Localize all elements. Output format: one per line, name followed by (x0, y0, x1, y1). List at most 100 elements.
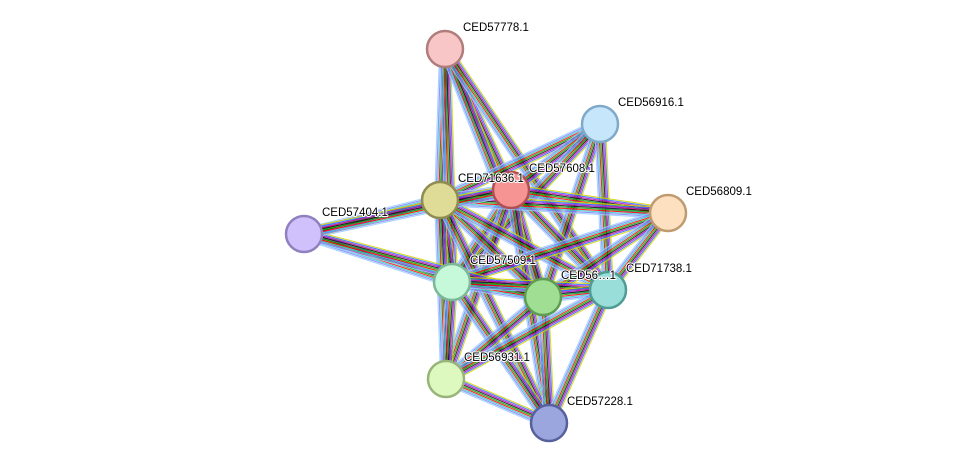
edge-strand (452, 215, 669, 286)
edge-strand (543, 287, 604, 422)
edge-strand (437, 118, 598, 196)
edge-strand (305, 194, 513, 240)
edge-strand (303, 185, 511, 231)
edge-strand (447, 48, 456, 282)
edge-strand (539, 297, 547, 424)
node-CED56xxx.1[interactable] (523, 277, 563, 317)
edge-strand (443, 383, 548, 429)
edge-strand (448, 283, 547, 426)
edge-strand (549, 290, 610, 424)
node-label-CED56931.1: CED56931.1 (464, 352, 530, 364)
edge-strand (544, 288, 605, 422)
edge-strand (303, 186, 511, 232)
edge-strand (439, 199, 550, 424)
edge-strand (540, 209, 667, 295)
labels: CED57778.1CED56916.1CED57608.1CED71636.1… (321, 21, 753, 409)
edge-strand (443, 197, 554, 422)
edge-strand (542, 212, 669, 298)
node-label-CED71738.1: CED71738.1 (626, 263, 692, 275)
edge-strand (538, 297, 546, 424)
node-label-CED57608.1: CED57608.1 (529, 163, 595, 175)
edge-strand (444, 287, 607, 378)
edge-strand (537, 297, 545, 424)
edge-strand (553, 291, 614, 426)
edge-strand (450, 207, 667, 278)
node-CED57608.1[interactable] (491, 170, 531, 210)
edge-strand (543, 124, 602, 298)
edge-strand (511, 188, 610, 290)
edge-strand (302, 184, 510, 230)
node-CED57509.1[interactable] (432, 262, 472, 302)
node-label-CED57778.1: CED57778.1 (463, 22, 529, 34)
edge-CED71636.1-CED57228.1 (434, 197, 555, 426)
edge-strand (452, 277, 609, 287)
edge-strand (444, 48, 609, 291)
edge-strand (439, 202, 668, 217)
edge-strand (550, 290, 611, 425)
edge-strand (438, 121, 600, 199)
edge-strand (302, 238, 451, 288)
edge-strand (443, 293, 541, 377)
edge-strand (454, 126, 604, 286)
edge-strand (547, 289, 608, 423)
edge-strand (438, 119, 599, 197)
edge-strand (447, 46, 612, 289)
node-label-CED71636.1: CED71636.1 (458, 173, 524, 185)
edge-strand (443, 49, 608, 292)
node-CED57228.1[interactable] (529, 403, 569, 443)
node-CED56809.1[interactable] (648, 193, 688, 233)
node-CED71738.1[interactable] (588, 270, 628, 310)
nodes (284, 29, 688, 443)
edge-strand (541, 297, 549, 424)
edge-strand (541, 210, 667, 296)
edge-CED56809.1-CED57509.1 (450, 207, 670, 288)
edge-strand (548, 289, 609, 424)
edge-strand (443, 284, 606, 375)
edge-strand (539, 208, 666, 293)
node-CED56931.1[interactable] (426, 359, 466, 399)
node-CED57778.1[interactable] (425, 29, 465, 69)
edge-strand (438, 200, 549, 424)
node-label-CED57228.1: CED57228.1 (567, 396, 633, 408)
edge-strand (451, 212, 669, 283)
edge-strand (303, 189, 512, 235)
edge-strand (437, 200, 548, 425)
edge-strand (447, 293, 611, 384)
edge-strand (452, 276, 609, 286)
edge-strand (439, 204, 668, 219)
edge-strand (449, 283, 548, 425)
edge-strand (450, 208, 667, 279)
edge-strand (305, 228, 545, 293)
edge-CED57404.1-CED57608.1 (302, 184, 513, 240)
edge-strand (304, 230, 544, 295)
edge-strand (451, 211, 668, 282)
edge-CED71738.1-CED57228.1 (543, 287, 614, 426)
edge-strand (304, 229, 545, 294)
edge-strand (546, 288, 607, 423)
edge-strand (304, 193, 512, 239)
edge-strand (538, 122, 597, 296)
node-label-CED57404.1: CED57404.1 (322, 207, 388, 219)
edge-strand (435, 201, 546, 426)
edge-strand (445, 288, 608, 379)
edge-strand (443, 285, 607, 376)
edge-strand (434, 202, 545, 426)
edges (302, 45, 673, 429)
edge-strand (449, 45, 613, 288)
edge-strand (511, 184, 669, 209)
edge-strand (447, 291, 610, 382)
node-CED56916.1[interactable] (580, 104, 620, 144)
node-label-CED57509.1: CED57509.1 (470, 255, 536, 267)
edge-strand (445, 289, 609, 380)
edge-strand (304, 192, 512, 238)
edge-strand (446, 290, 609, 381)
edge-strand (451, 209, 668, 280)
edge-strand (440, 199, 551, 423)
node-CED57404.1[interactable] (284, 214, 324, 254)
edge-strand (439, 200, 668, 215)
edge-strand (440, 198, 545, 297)
edge-CED71738.1-CED56931.1 (443, 284, 611, 385)
node-CED71636.1[interactable] (420, 180, 460, 220)
edge-strand (448, 294, 611, 385)
node-label-CED56xxx.1: CED56…1 (561, 270, 616, 282)
